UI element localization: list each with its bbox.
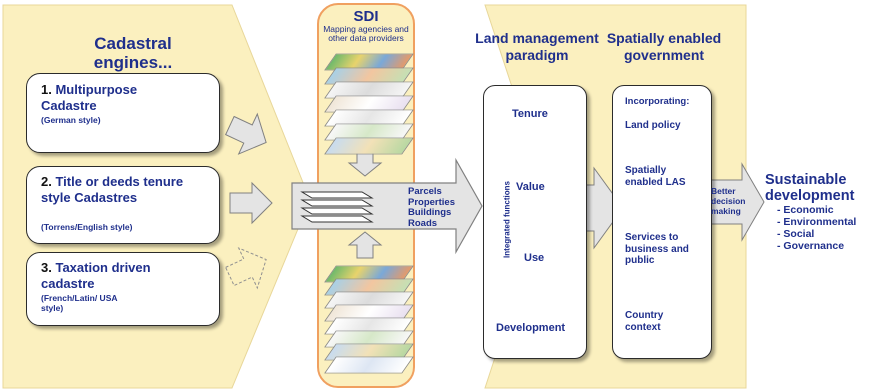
item-note: (Torrens/English style)	[41, 222, 133, 232]
arrow-better-decision	[709, 162, 765, 242]
cadastral-engines-title: Cadastral engines...	[93, 34, 173, 72]
sustainable-item-social: - Social	[777, 228, 815, 240]
label-roads: Roads	[408, 217, 438, 229]
sustainable-title: Sustainable development	[765, 172, 855, 204]
gov-item-services: Services to business and public	[625, 232, 689, 266]
gov-item-country-context: Country context	[625, 310, 664, 333]
sustainable-item-economic: - Economic	[777, 204, 834, 216]
gov-item-incorporating: Incorporating:	[625, 96, 690, 107]
item-note: (French/Latin/ USA style)	[41, 293, 118, 313]
parcel-stack-icon	[300, 191, 374, 223]
multipurpose-cadastre-box: 1. Multipurpose Cadastre (German style)	[26, 73, 220, 153]
item-number: 1.	[41, 82, 52, 97]
item-number: 2.	[41, 174, 52, 189]
gov-item-spatially-enabled-las: Spatially enabled LAS	[625, 165, 686, 188]
map-layer	[324, 356, 414, 374]
lm-item-development: Development	[496, 322, 566, 334]
integrated-functions-label: Integrated functions	[502, 181, 512, 258]
item-title: Multipurpose Cadastre	[41, 82, 138, 113]
central-arrow-labels: Parcels Properties Buildings Roads	[408, 186, 455, 229]
lm-item-tenure: Tenure	[512, 108, 548, 120]
map-layers-bottom	[324, 262, 420, 377]
land-management-box: Tenure Value Use Development	[483, 85, 587, 359]
arrow-from-multipurpose	[224, 112, 267, 155]
gov-item-land-policy: Land policy	[625, 120, 681, 131]
better-decision-label: Better decision making	[711, 186, 746, 216]
lm-item-value: Value	[516, 181, 545, 193]
sdi-title: SDI	[353, 8, 379, 25]
sustainable-item-governance: - Governance	[777, 240, 845, 252]
map-layer	[324, 137, 414, 155]
label-buildings: Buildings	[408, 207, 452, 218]
sdi-up-arrow	[347, 231, 383, 259]
arrow-from-title-deeds	[229, 181, 273, 225]
sdi-subtitle: Mapping agencies and other data provider…	[323, 24, 409, 43]
central-arrow	[291, 157, 483, 255]
taxation-cadastre-box: 3. Taxation driven cadastre (French/Lati…	[26, 252, 220, 326]
item-title: Taxation driven cadastre	[41, 260, 151, 291]
sustainable-list: - Economic - Environmental - Social - Go…	[777, 204, 856, 252]
sustainable-item-environmental: - Environmental	[777, 216, 857, 228]
lm-item-use: Use	[524, 252, 545, 264]
arrow-from-taxation	[224, 247, 267, 290]
map-layers-top	[324, 50, 420, 155]
label-properties: Properties	[408, 196, 455, 208]
land-management-title: Land management paradigm	[475, 30, 599, 63]
item-number: 3.	[41, 260, 52, 275]
government-title: Spatially enabled government	[606, 30, 722, 63]
item-title: Title or deeds tenure style Cadastres	[41, 174, 184, 205]
label-parcels: Parcels	[408, 186, 442, 197]
item-note: (German style)	[41, 115, 101, 125]
title-deeds-cadastre-box: 2. Title or deeds tenure style Cadastres…	[26, 166, 220, 244]
government-box: Incorporating: Land policy Spatially ena…	[612, 85, 712, 359]
